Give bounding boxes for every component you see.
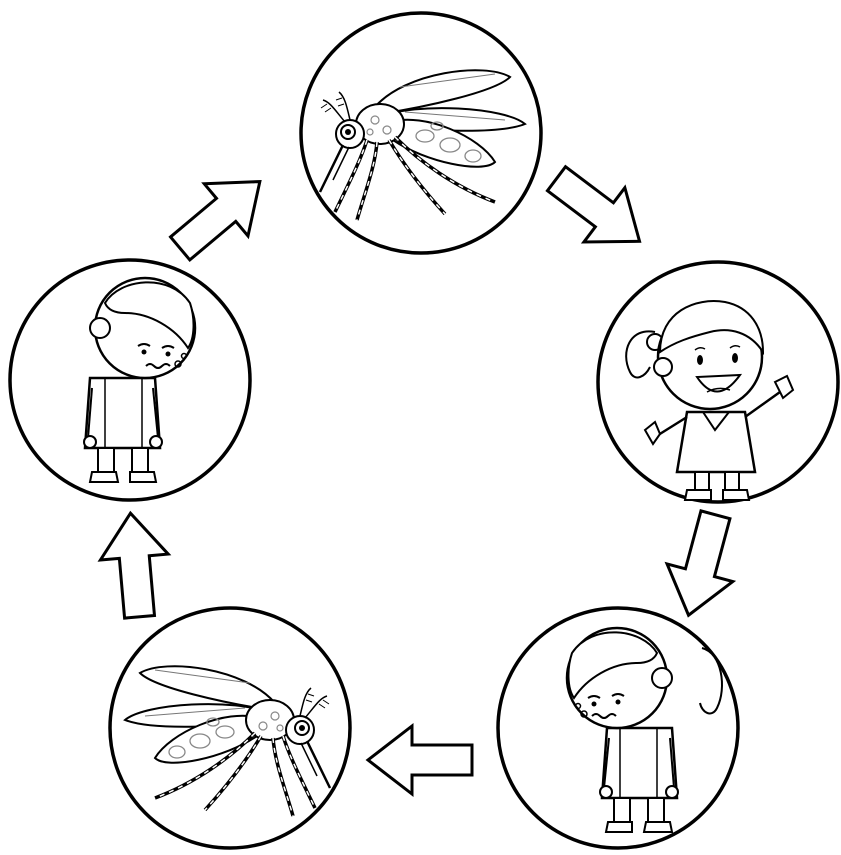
- node-girl-sick: [498, 608, 738, 848]
- arrow-healthy-girl-to-sick-girl: [656, 506, 749, 624]
- arrow-mosquito-to-sick-boy: [97, 510, 174, 620]
- node-girl-healthy: [598, 262, 838, 502]
- arrow-mosquito-to-healthy-girl: [536, 152, 660, 269]
- node-mosquito-top: [301, 13, 541, 253]
- node-mosquito-bottom: [110, 608, 350, 848]
- arrow-sick-boy-to-mosquito: [158, 156, 281, 275]
- node-boy-sick: [10, 260, 250, 500]
- arrow-sick-girl-to-mosquito: [368, 726, 472, 794]
